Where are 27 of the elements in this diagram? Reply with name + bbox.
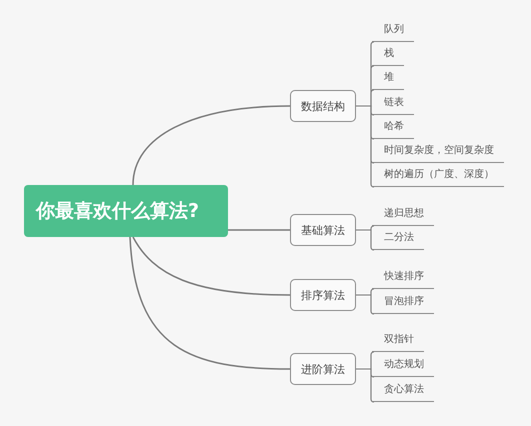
connector-line [228, 229, 290, 231]
subtopic-label: 双指针 [372, 332, 424, 352]
topic-box: 排序算法 [290, 279, 356, 311]
subtopic-label: 递归思想 [372, 206, 434, 226]
connector-line [356, 368, 374, 403]
subtopic-label: 贪心算法 [372, 382, 434, 402]
topic-box: 进阶算法 [290, 353, 356, 385]
subtopic-label: 树的遍历（广度、深度） [372, 167, 504, 187]
subtopic-label: 链表 [372, 95, 414, 115]
subtopic-label: 时间复杂度，空间复杂度 [372, 143, 504, 163]
subtopic-label: 堆 [372, 70, 404, 90]
subtopic-label: 冒泡排序 [372, 294, 434, 314]
connector-line [356, 294, 374, 315]
connector-line [129, 236, 290, 370]
connector-line [356, 105, 374, 188]
connector-line [356, 229, 374, 251]
subtopic-label: 栈 [372, 46, 404, 66]
central-topic-box: 你最喜欢什么算法? [24, 185, 228, 237]
subtopic-label: 动态规划 [372, 357, 434, 377]
subtopic-label: 哈希 [372, 119, 414, 139]
topic-box: 数据结构 [290, 90, 356, 122]
subtopic-label: 快速排序 [372, 269, 434, 289]
connector-line [132, 105, 290, 186]
topic-box: 基础算法 [290, 214, 356, 246]
subtopic-label: 二分法 [372, 230, 424, 250]
subtopic-label: 队列 [372, 22, 414, 42]
connector-line [132, 236, 290, 296]
